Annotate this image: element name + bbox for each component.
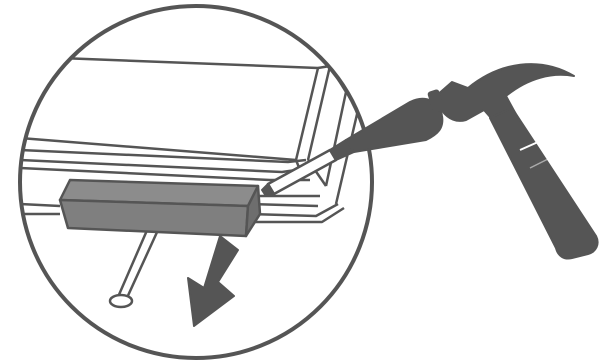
wood-block-icon xyxy=(60,180,260,236)
hammer-icon xyxy=(427,64,598,258)
